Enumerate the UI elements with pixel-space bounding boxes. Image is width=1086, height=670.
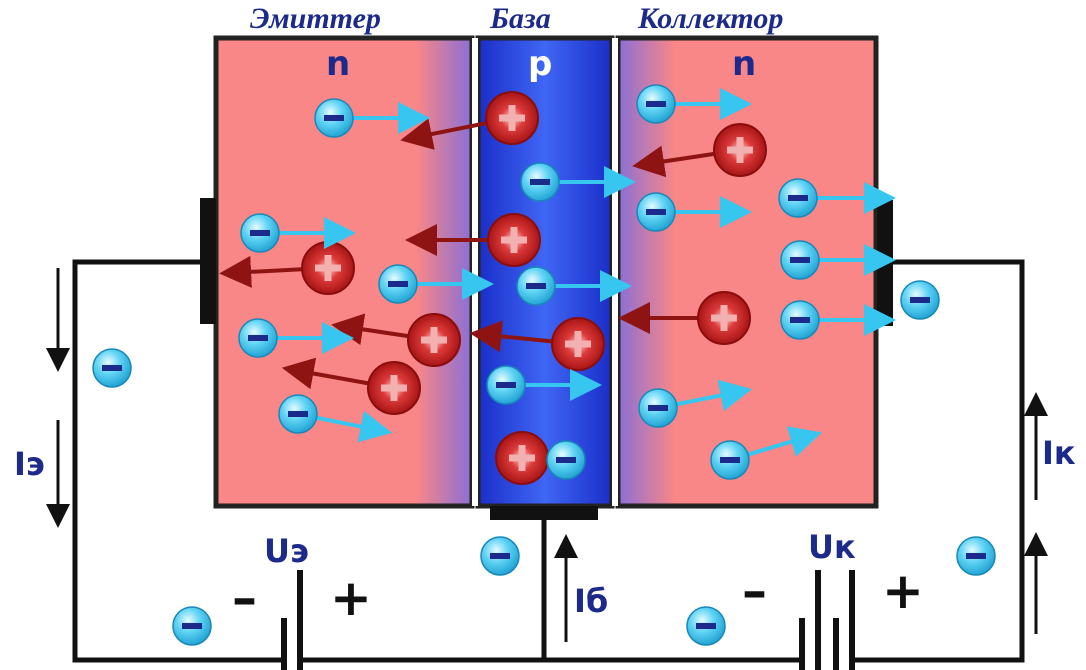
electron-minus-icon [778, 178, 818, 218]
electron-minus-icon [546, 440, 586, 480]
emitter-minus-sign: – [232, 569, 257, 627]
electron-minus-icon [278, 394, 318, 434]
electron-arrow [746, 426, 822, 457]
electron-minus-icon [780, 300, 820, 340]
hole-plus-icon [487, 213, 541, 267]
collector-type-label: n [732, 44, 756, 84]
hole-plus-icon [301, 241, 355, 295]
base-title: База [489, 2, 551, 35]
electron-minus-icon [378, 264, 418, 304]
circuit-wires [72, 259, 1025, 663]
hole-plus-icon [551, 317, 605, 371]
emitter-voltage-label: Uэ [264, 532, 309, 570]
hole-arrow [469, 320, 553, 353]
emitter-plus-sign: + [330, 569, 372, 627]
collector-battery [799, 570, 855, 670]
emitter-current-label: Iэ [14, 445, 45, 483]
electron-minus-icon [314, 98, 354, 138]
electron-minus-icon [636, 84, 676, 124]
collector-voltage-label: Uк [808, 528, 856, 566]
collector-minus-sign: – [742, 562, 767, 620]
hole-arrow [400, 118, 487, 150]
electron-minus-icon [92, 348, 132, 388]
hole-plus-icon [697, 291, 751, 345]
hole-plus-icon [407, 313, 461, 367]
electron-minus-icon [686, 606, 726, 646]
hole-arrow [632, 145, 715, 178]
collector-contact [877, 200, 893, 326]
electron-minus-icon [780, 240, 820, 280]
particles-layer [92, 84, 996, 646]
base-type-label: p [528, 44, 552, 84]
collector-plus-sign: + [882, 562, 924, 620]
hole-plus-icon [485, 91, 539, 145]
electron-minus-icon [900, 280, 940, 320]
hole-arrow [219, 255, 303, 288]
hole-plus-icon [713, 123, 767, 177]
electron-minus-icon [238, 318, 278, 358]
electron-minus-icon [636, 192, 676, 232]
hole-arrow [281, 357, 369, 390]
electron-minus-icon [240, 213, 280, 253]
electron-minus-icon [486, 365, 526, 405]
emitter-battery [281, 570, 303, 670]
electron-minus-icon [638, 388, 678, 428]
electron-minus-icon [516, 266, 556, 306]
collector-title: Коллектор [637, 2, 783, 35]
electron-minus-icon [956, 536, 996, 576]
electron-minus-icon [710, 440, 750, 480]
base-current-label: Iб [574, 582, 608, 620]
collector-current-label: Iк [1042, 434, 1076, 472]
base-contact [490, 506, 598, 520]
electron-arrow [315, 410, 393, 443]
emitter-base-junction [472, 38, 478, 506]
electron-arrow [675, 379, 753, 412]
electron-minus-icon [480, 536, 520, 576]
current-arrows [46, 268, 1048, 642]
electron-minus-icon [172, 606, 212, 646]
electron-minus-icon [520, 162, 560, 202]
emitter-contact [200, 198, 216, 324]
emitter-type-label: n [326, 44, 350, 84]
hole-plus-icon [495, 431, 549, 485]
emitter-title: Эмиттер [250, 2, 381, 35]
base-collector-junction [612, 38, 618, 506]
hole-plus-icon [367, 361, 421, 415]
